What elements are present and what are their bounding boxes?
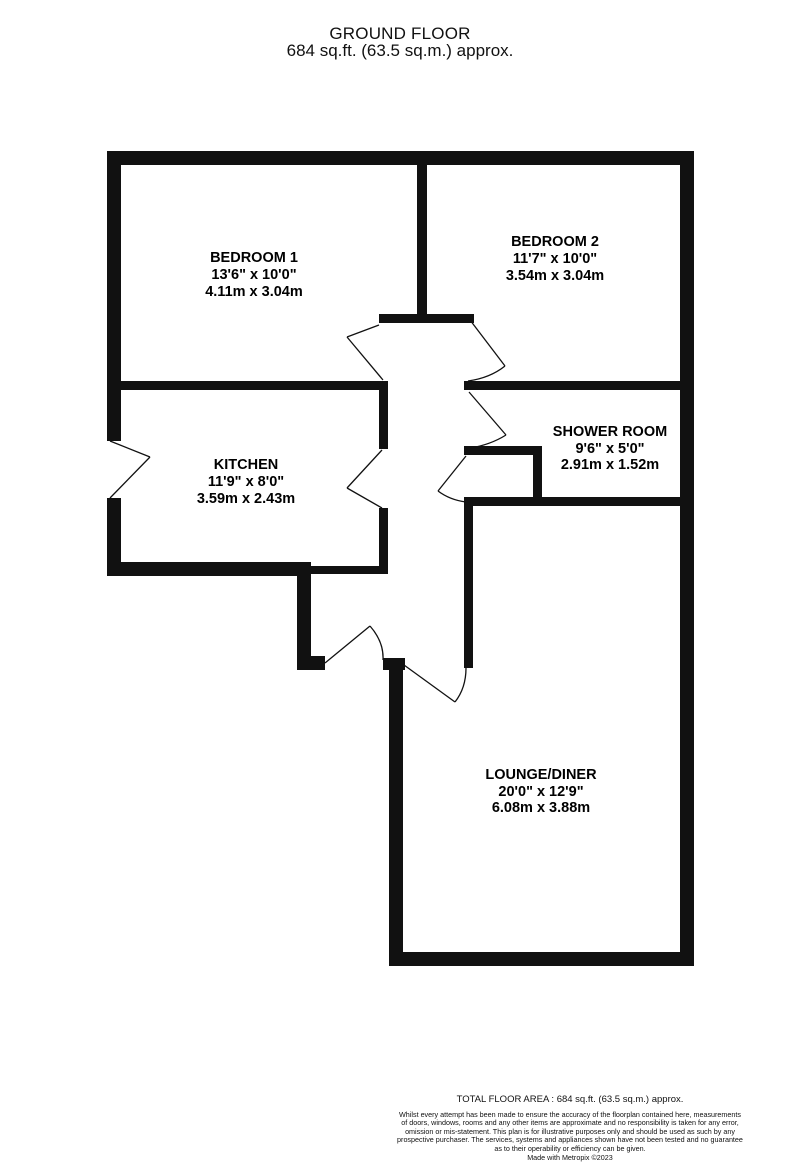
- wall-outer-right: [680, 151, 694, 966]
- disclaimer-line: of doors, windows, rooms and any other i…: [401, 1118, 739, 1128]
- wall-lounge-left-stub: [383, 658, 405, 670]
- disclaimer-line: as to their operability or efficiency ca…: [494, 1143, 646, 1153]
- made-with-credit: Made with Metropix ©2023: [527, 1153, 613, 1163]
- wall-outer-left-upper: [107, 151, 121, 441]
- footer: TOTAL FLOOR AREA : 684 sq.ft. (63.5 sq.m…: [370, 1094, 770, 1162]
- door-bedroom1-leaf: [346, 324, 380, 338]
- door-bedroom2-swing: [467, 365, 506, 382]
- room-name-bedroom2: BEDROOM 2: [511, 234, 599, 250]
- wall-outer-top: [107, 151, 694, 165]
- room-name-shower-room: SHOWER ROOM: [553, 424, 667, 440]
- room-name-bedroom1: BEDROOM 1: [210, 250, 298, 266]
- total-floor-area: TOTAL FLOOR AREA : 684 sq.ft. (63.5 sq.m…: [456, 1094, 684, 1105]
- door-kitchen-leaf: [346, 449, 383, 489]
- floor-area-subtitle: 684 sq.ft. (63.5 sq.m.) approx.: [286, 41, 514, 60]
- wall-bedroom-divider: [417, 151, 427, 322]
- room-name-lounge-diner: LOUNGE/DINER: [485, 767, 597, 783]
- room-dim-metric-bedroom2: 3.54m x 3.04m: [506, 268, 604, 284]
- wall-kitchen-hall-bottom: [311, 566, 388, 574]
- door-cupboard-swing: [437, 490, 467, 503]
- doors: [109, 319, 507, 703]
- room-dim-metric-kitchen: 3.59m x 2.43m: [197, 491, 295, 507]
- door-kitchen-swing: [346, 487, 383, 509]
- wall-shower-lounge: [464, 497, 694, 506]
- disclaimer-line: prospective purchaser. The services, sys…: [397, 1135, 743, 1145]
- room-labels: BEDROOM 1 13'6" x 10'0" 4.11m x 3.04m BE…: [197, 234, 667, 816]
- wall-bedroom-stub: [379, 314, 474, 323]
- wall-hall-partition: [464, 497, 473, 668]
- disclaimer-line: omission or mis-statement. This plan is …: [405, 1126, 735, 1136]
- door-entrance-leaf: [324, 625, 371, 664]
- door-entrance-swing: [369, 625, 384, 661]
- wall-kitchen-right-upper: [379, 381, 388, 449]
- door-lounge-swing: [454, 667, 467, 703]
- door-lounge-leaf: [403, 664, 456, 703]
- wall-bedroom2-shower: [464, 381, 694, 390]
- wall-entrance-left-stub: [297, 656, 325, 670]
- wall-bedroom1-kitchen: [107, 381, 388, 390]
- room-dim-imperial-bedroom2: 11'7" x 10'0": [513, 251, 597, 267]
- wall-lounge-bottom: [389, 952, 694, 966]
- room-dim-metric-lounge-diner: 6.08m x 3.88m: [492, 800, 590, 816]
- disclaimer-line: Whilst every attempt has been made to en…: [399, 1110, 741, 1119]
- floor-title: GROUND FLOOR: [329, 24, 471, 43]
- room-dim-imperial-lounge-diner: 20'0" x 12'9": [498, 784, 583, 800]
- room-dim-metric-bedroom1: 4.11m x 3.04m: [205, 284, 303, 300]
- disclaimer: Whilst every attempt has been made to en…: [370, 1110, 770, 1153]
- door-kitchen-external-leaf: [109, 440, 151, 458]
- walls: [107, 151, 694, 966]
- wall-entrance-left: [297, 562, 311, 670]
- door-cupboard-leaf: [437, 455, 467, 492]
- wall-outer-left-lower: [107, 498, 121, 576]
- room-dim-imperial-shower-room: 9'6" x 5'0": [575, 441, 644, 457]
- wall-shower-box-right: [533, 446, 542, 506]
- room-dim-imperial-kitchen: 11'9" x 8'0": [208, 474, 284, 490]
- door-kitchen-external-swing: [109, 456, 151, 499]
- door-shower-leaf: [468, 391, 507, 436]
- room-name-kitchen: KITCHEN: [214, 457, 278, 473]
- room-dim-imperial-bedroom1: 13'6" x 10'0": [211, 267, 296, 283]
- wall-shower-box-top: [464, 446, 542, 455]
- wall-kitchen-right-lower: [379, 508, 388, 574]
- wall-lounge-left: [389, 658, 403, 966]
- room-dim-metric-shower-room: 2.91m x 1.52m: [561, 457, 659, 473]
- wall-kitchen-bottom: [107, 562, 311, 576]
- door-bedroom2-leaf: [469, 319, 506, 367]
- door-bedroom1-swing: [346, 336, 384, 381]
- door-shower-swing: [469, 434, 507, 449]
